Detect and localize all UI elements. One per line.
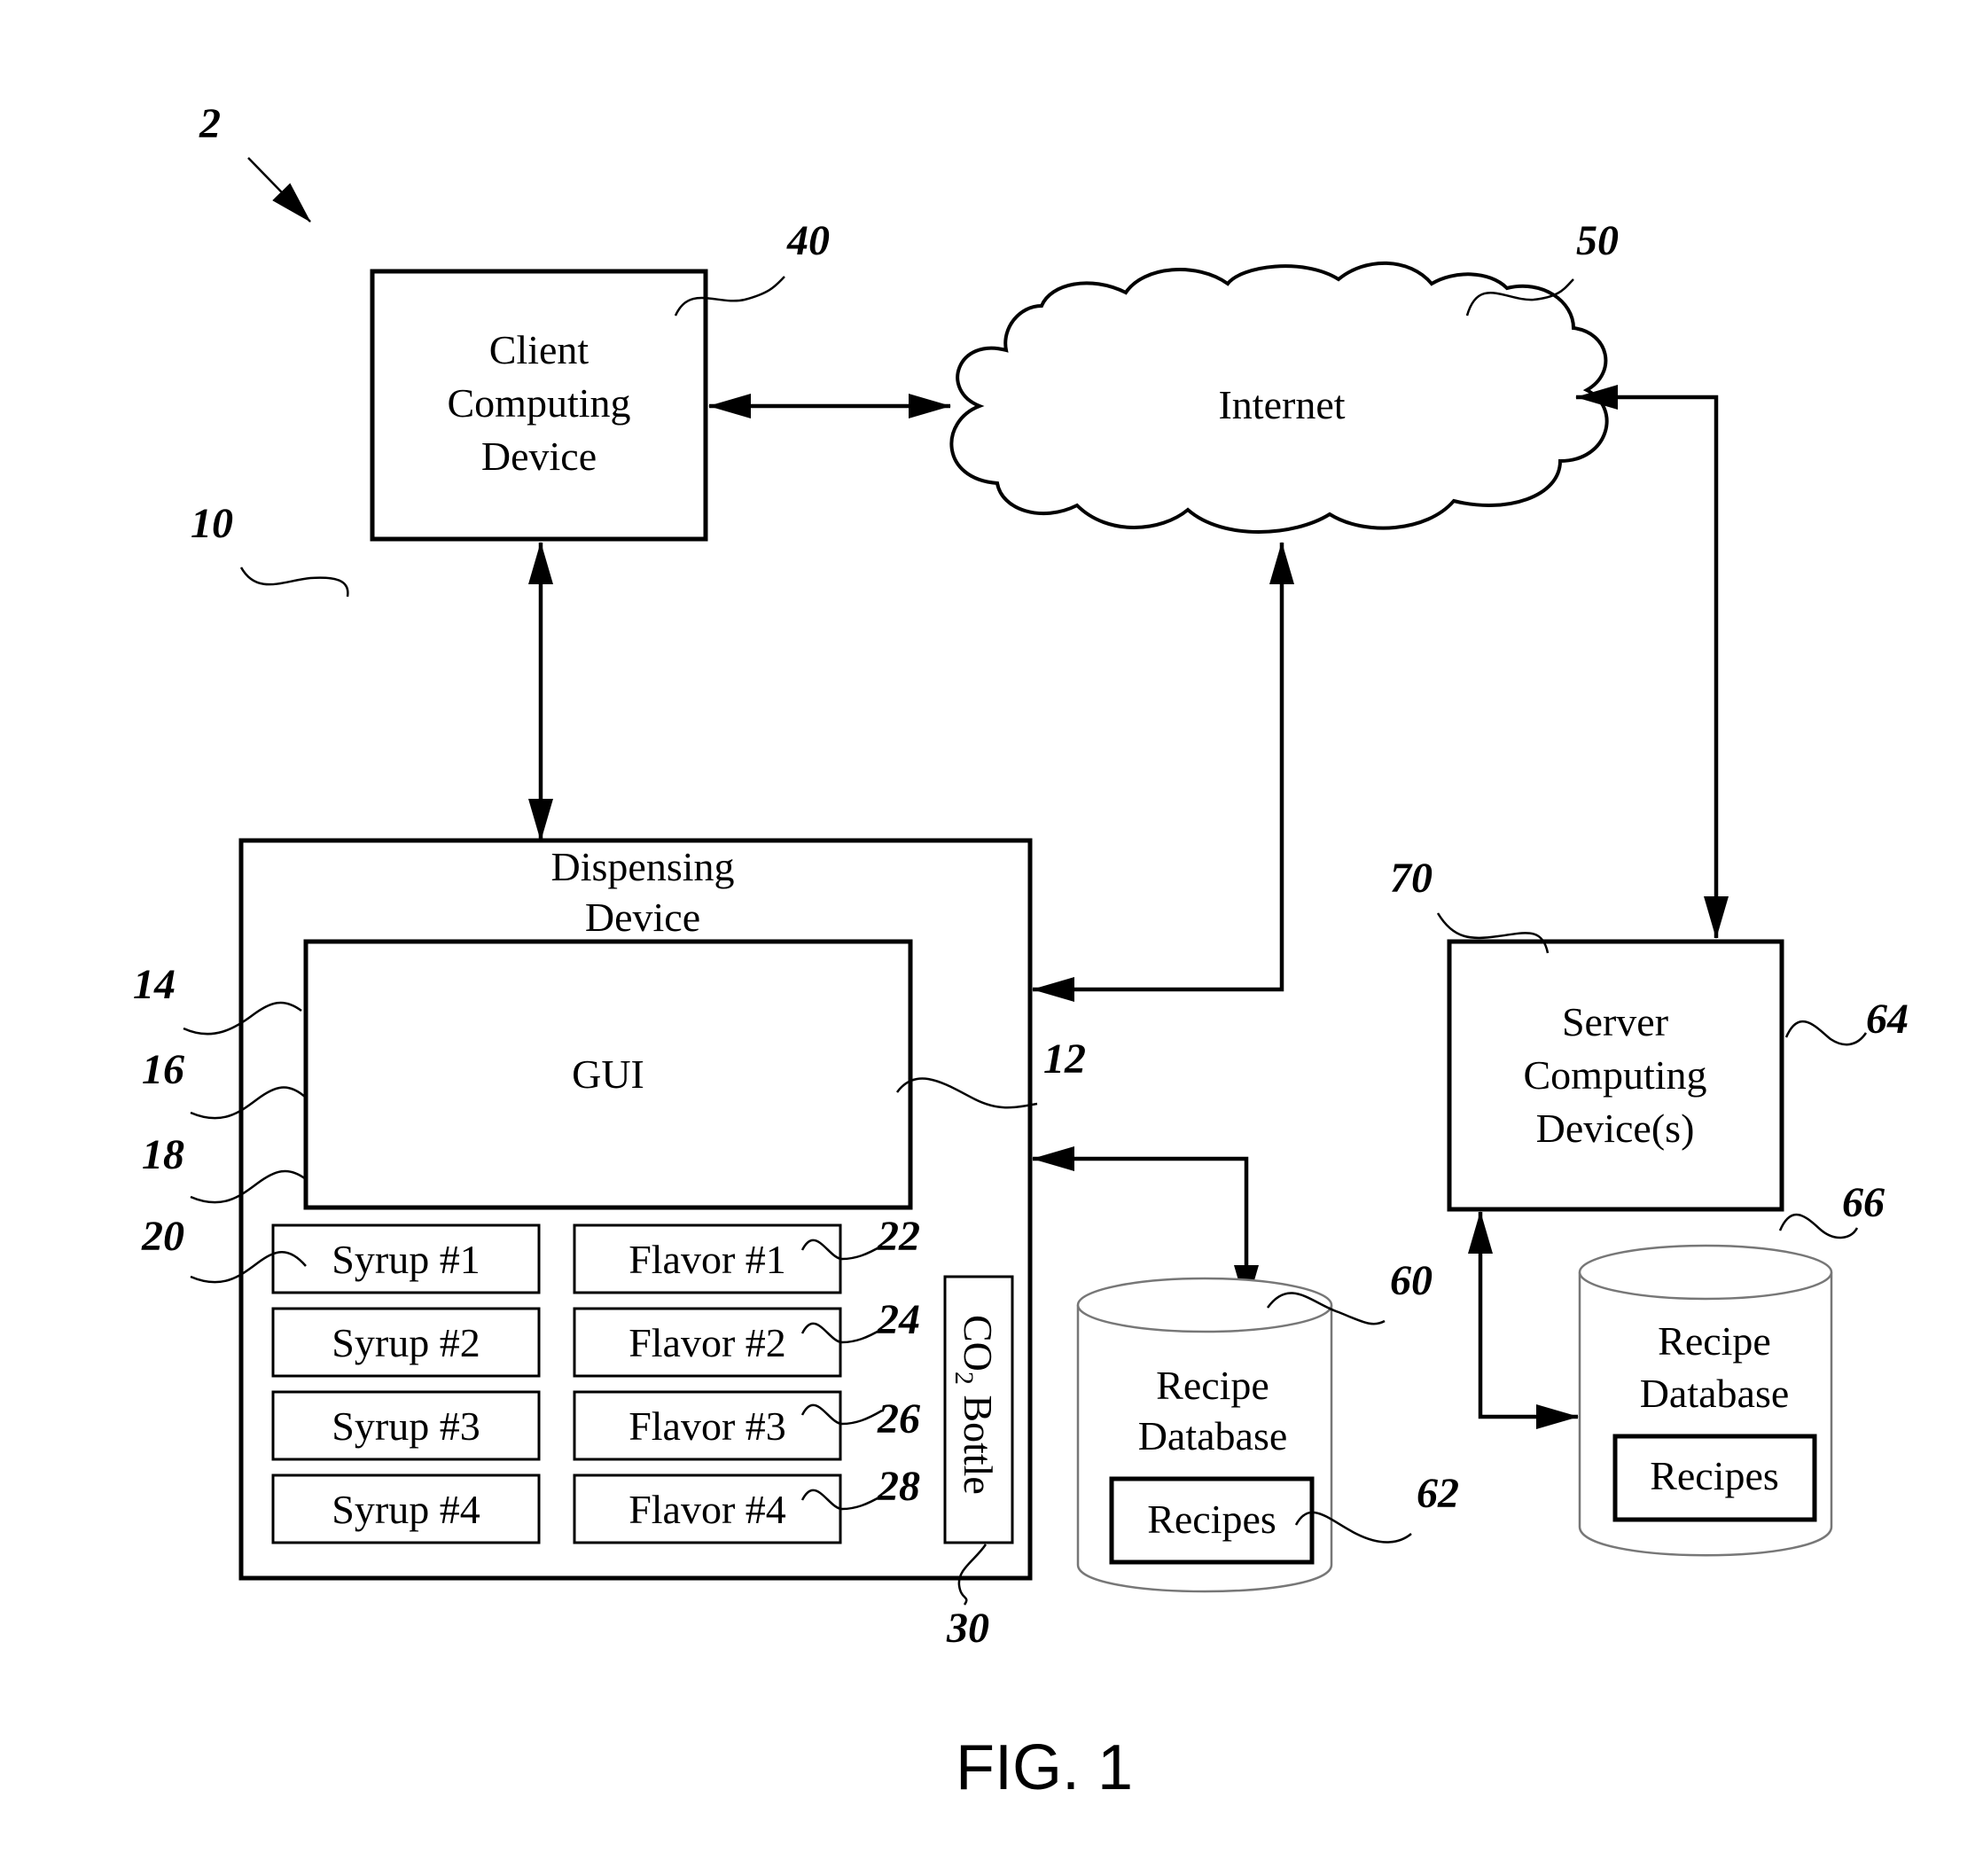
figure-caption: FIG. 1: [956, 1732, 1133, 1803]
connector-internet-dispensing: [1033, 543, 1282, 989]
ref-numeral-16: 16: [142, 1046, 184, 1093]
ref-numeral-20: 20: [141, 1213, 184, 1260]
flavor-2-label: Flavor #2: [628, 1320, 786, 1365]
ref-numeral-26: 26: [877, 1395, 920, 1442]
ref-numeral-18: 18: [142, 1131, 184, 1178]
ref-26-leader: [802, 1405, 882, 1424]
ref-numeral-12: 12: [1043, 1036, 1086, 1083]
ref-numeral-30: 30: [946, 1605, 989, 1652]
ref-10-leader: [241, 567, 347, 597]
ref-16-leader: [191, 1087, 306, 1118]
client-device-label-line2: Computing: [447, 380, 630, 426]
ref-numeral-28: 28: [877, 1463, 920, 1510]
client-device-label-line1: Client: [489, 327, 589, 372]
ref-numeral-22: 22: [877, 1213, 920, 1260]
server-db-label-line1: Recipe: [1658, 1318, 1771, 1364]
server-device-label-line1: Server: [1562, 999, 1668, 1044]
ref-64-leader: [1786, 1021, 1866, 1044]
connector-internet-server: [1576, 397, 1716, 938]
ref-30-leader: [959, 1544, 986, 1605]
ref-70-leader: [1438, 913, 1548, 953]
dispensing-device-label-line1: Dispensing: [551, 844, 735, 889]
ref-numeral-2: 2: [199, 100, 221, 147]
server-db-recipes-label: Recipes: [1650, 1453, 1779, 1498]
ref-numeral-40: 40: [786, 217, 830, 264]
ref-numeral-60: 60: [1390, 1257, 1433, 1304]
local-db-label-line1: Recipe: [1156, 1363, 1269, 1408]
ref-numeral-62: 62: [1417, 1470, 1459, 1517]
gui-label: GUI: [572, 1051, 644, 1097]
syrup-4-label: Syrup #4: [332, 1487, 480, 1532]
ref-numeral-10: 10: [191, 500, 233, 547]
ref-28-leader: [802, 1490, 882, 1509]
internet-cloud: Internet: [951, 263, 1606, 532]
ref-2-arrow: [248, 158, 310, 222]
flavor-1-label: Flavor #1: [628, 1237, 786, 1282]
flavor-3-label: Flavor #3: [628, 1403, 786, 1449]
co2-bottle-label: CO2 Bottle: [949, 1315, 1001, 1495]
server-recipe-database: Recipe Database Recipes: [1580, 1246, 1831, 1555]
local-db-label-line2: Database: [1138, 1413, 1288, 1458]
client-device-label-line3: Device: [481, 434, 597, 479]
client-computing-device: Client Computing Device: [372, 271, 706, 539]
ref-20-leader: [191, 1252, 306, 1282]
ref-18-leader: [191, 1171, 306, 1202]
server-db-label-line2: Database: [1640, 1371, 1790, 1416]
ref-12-leader: [897, 1078, 1037, 1107]
ref-24-leader: [802, 1324, 882, 1342]
syrup-1-label: Syrup #1: [332, 1237, 480, 1282]
syrup-3-label: Syrup #3: [332, 1403, 480, 1449]
server-computing-device: Server Computing Device(s): [1449, 942, 1782, 1209]
flavor-4-label: Flavor #4: [628, 1487, 786, 1532]
ref-numeral-14: 14: [133, 961, 176, 1008]
ref-numeral-66: 66: [1842, 1179, 1885, 1226]
ref-numeral-50: 50: [1576, 217, 1619, 264]
ref-40-leader: [675, 277, 785, 316]
server-device-label-line2: Computing: [1523, 1052, 1706, 1098]
syrup-2-label: Syrup #2: [332, 1320, 480, 1365]
local-recipe-database: Recipe Database Recipes: [1078, 1278, 1331, 1591]
internet-label: Internet: [1218, 382, 1345, 427]
dispensing-device-label-line2: Device: [585, 895, 700, 940]
ref-numeral-64: 64: [1866, 996, 1909, 1043]
connector-server-server-db: [1480, 1212, 1578, 1417]
ref-numeral-24: 24: [877, 1296, 920, 1343]
ref-22-leader: [802, 1240, 882, 1259]
ref-numeral-70: 70: [1390, 855, 1433, 902]
local-db-recipes-label: Recipes: [1147, 1497, 1276, 1542]
server-device-label-line3: Device(s): [1536, 1106, 1695, 1151]
